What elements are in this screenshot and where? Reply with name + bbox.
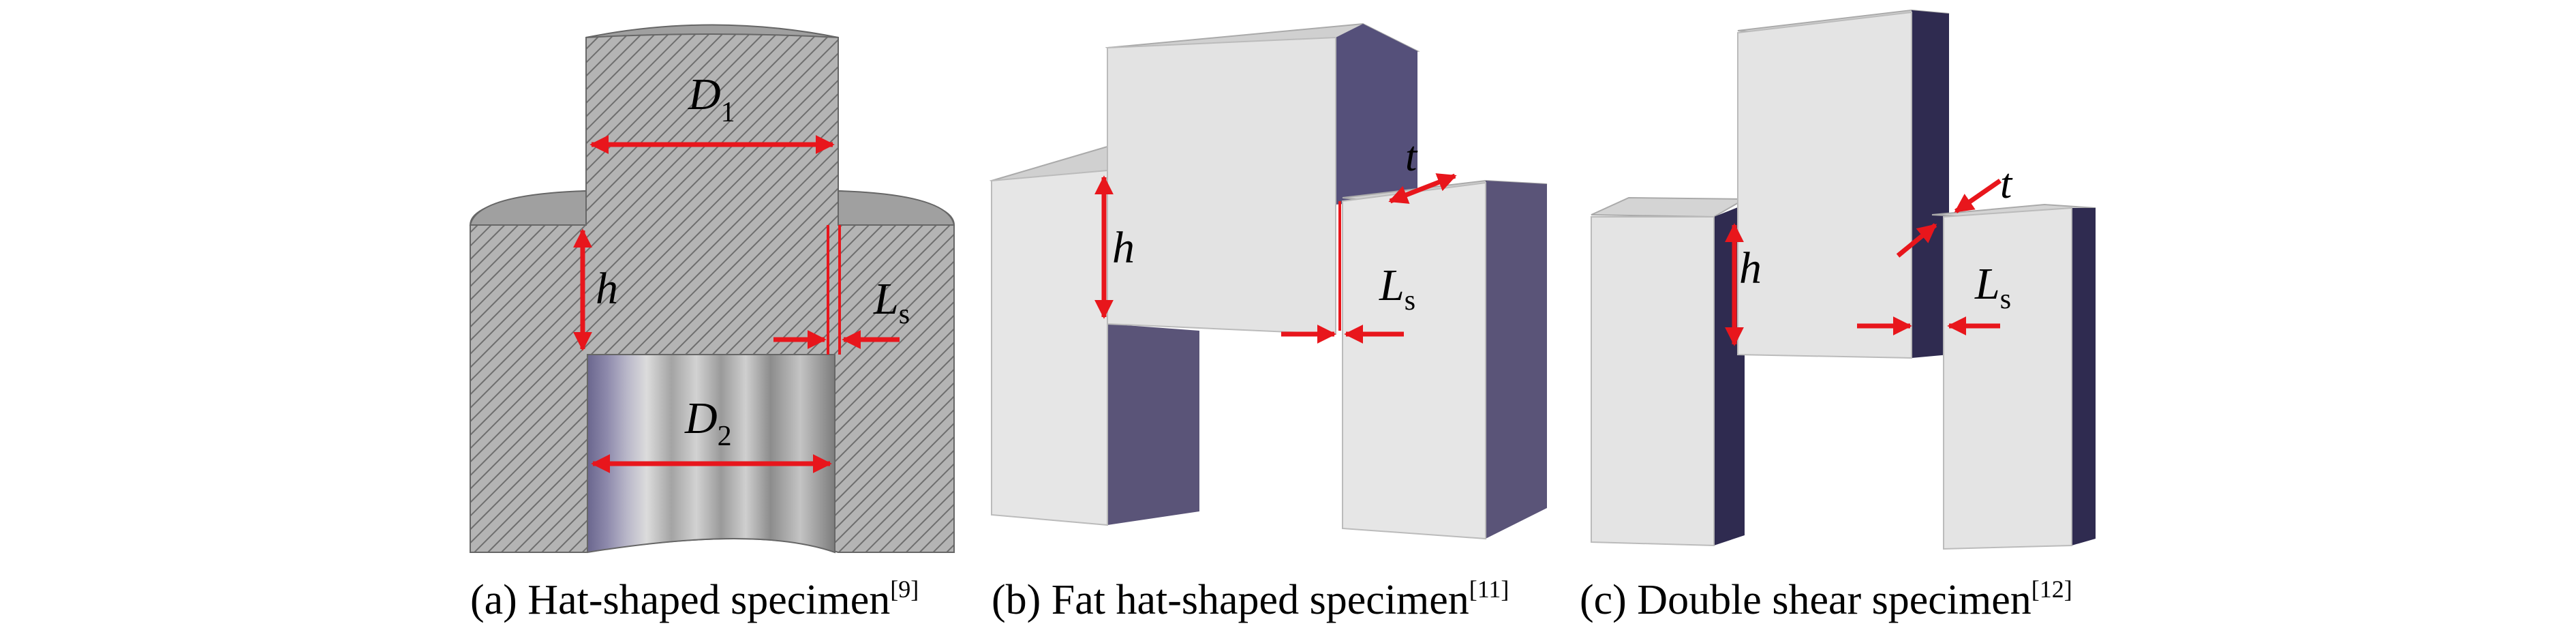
double-shear-center-block-front [1737, 11, 1912, 359]
t-arrow-right-c [1954, 179, 2002, 213]
fat-hat-right-leg-front [1342, 181, 1486, 540]
panel-b-fat-hat-shaped: t h Ls [989, 23, 1548, 540]
double-shear-center-block-side [1912, 10, 1949, 358]
label-t-b: t [1405, 134, 1418, 180]
fat-hat-right-leg-side [1486, 181, 1547, 539]
fat-hat-top-block-side [1336, 24, 1417, 205]
caption-c: (c) Double shear specimen[12] [1580, 575, 2072, 623]
label-t-c: t [2000, 161, 2013, 207]
hat-bore [587, 354, 835, 554]
panel-c-double-shear: t h Ls [1591, 9, 2096, 550]
hat-shoulder-right [838, 190, 955, 226]
double-shear-right-block-side [2072, 208, 2096, 545]
label-h-a: h [596, 264, 618, 314]
double-shear-left-block-front [1591, 216, 1715, 547]
caption-a: (a) Hat-shaped specimen[9] [470, 575, 919, 623]
fat-hat-left-leg-inner-side [1107, 324, 1199, 525]
label-ls-c: Ls [1974, 259, 2011, 315]
t-arrow-left-c [1896, 223, 1937, 258]
hat-shoulder-left [469, 190, 587, 226]
label-d2: D2 [684, 393, 732, 452]
fat-hat-left-leg-front [991, 169, 1108, 526]
fat-hat-top-block-front [1107, 36, 1336, 335]
label-h-c: h [1739, 243, 1762, 293]
caption-b: (b) Fat hat-shaped specimen[11] [992, 575, 1509, 623]
label-h-b: h [1112, 223, 1135, 273]
label-ls-b: Ls [1379, 260, 1415, 316]
panel-a-hat-shaped: D1 h D2 Ls [469, 24, 955, 554]
label-d1: D1 [688, 70, 735, 128]
t-dimension-arrow-b [1388, 173, 1457, 204]
double-shear-right-block-front [1943, 207, 2072, 550]
hat-top-cap [585, 24, 839, 38]
label-ls-a: Ls [873, 274, 910, 330]
